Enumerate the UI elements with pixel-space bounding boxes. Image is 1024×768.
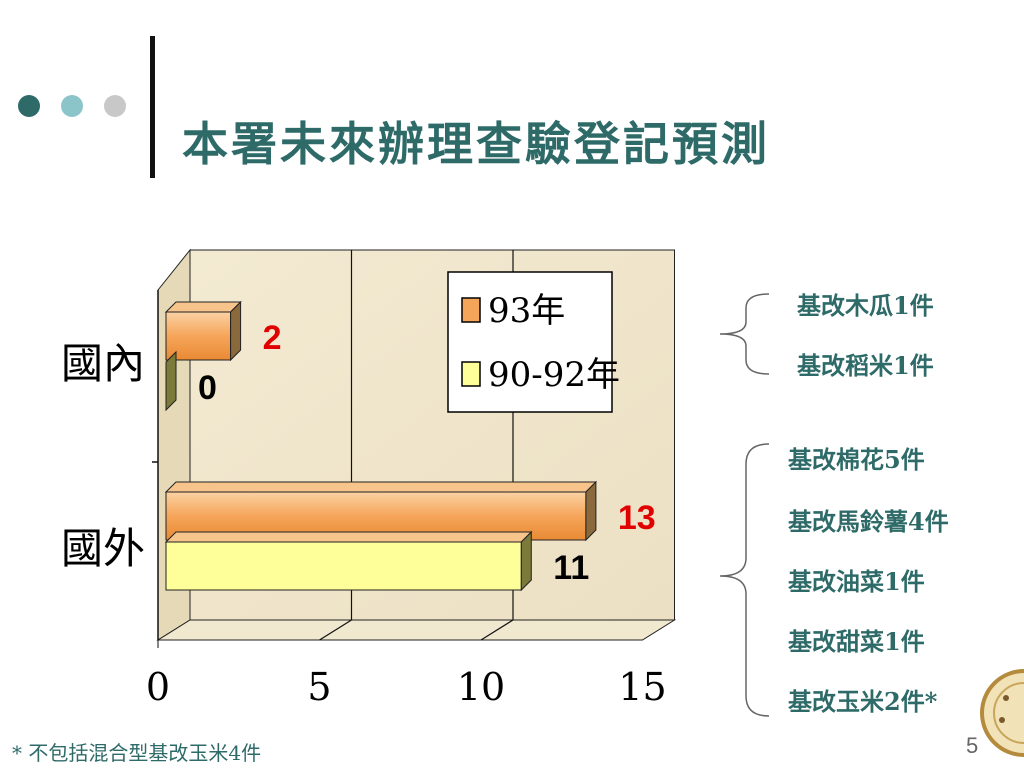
data-label-0-1: 13 (618, 499, 656, 537)
decor-dot-dark (18, 95, 40, 117)
data-label-0-0: 2 (263, 319, 282, 357)
bar-side-1-1 (520, 530, 532, 592)
decor-dot-light (61, 95, 83, 117)
chart-legend (447, 271, 613, 413)
gridline-floor-5 (319, 619, 352, 641)
category-label-0: 國內 (61, 339, 145, 388)
decor-dot-gray (104, 95, 126, 117)
bar-top-0-0 (164, 301, 242, 313)
note-rice: 基改稻米1件 (797, 351, 934, 380)
data-label-1-1: 11 (553, 549, 589, 587)
note-sugarbeet: 基改甜菜1件 (788, 627, 925, 656)
bar-90-92年-國內 (165, 350, 177, 412)
bar-93年-國內 (165, 311, 232, 361)
foreign-brace (719, 443, 770, 717)
decorative-seal-image (980, 669, 1024, 757)
footnote: * 不包括混合型基改玉米4件 (12, 741, 262, 765)
gridline-floor-10 (480, 619, 514, 641)
page-number: 5 (966, 733, 979, 758)
bar-top-1-1 (164, 531, 533, 543)
x-tick-label-10: 10 (457, 665, 505, 709)
bar-side-0-0 (230, 300, 242, 362)
title-divider (150, 36, 155, 178)
data-label-1-0: 0 (198, 369, 217, 407)
bar-90-92年-國外 (165, 541, 522, 591)
x-tick-label-15: 15 (618, 665, 666, 709)
note-corn: 基改玉米2件* (788, 687, 938, 716)
legend-swatch-1 (461, 361, 481, 387)
chart-floor (156, 619, 677, 641)
slide-title: 本署未來辦理查驗登記預測 (182, 117, 770, 171)
legend-label-1: 90-92年 (488, 355, 620, 395)
note-potato: 基改馬鈴薯4件 (788, 507, 949, 536)
note-cotton: 基改棉花5件 (788, 445, 925, 474)
x-tick-label-0: 0 (146, 665, 170, 709)
note-papaya: 基改木瓜1件 (797, 291, 934, 320)
legend-swatch-0 (461, 297, 481, 323)
bar-top-0-1 (164, 481, 598, 493)
x-tick-label-5: 5 (307, 665, 331, 709)
category-label-1: 國外 (61, 524, 145, 573)
domestic-brace (719, 293, 770, 375)
note-canola: 基改油菜1件 (788, 567, 925, 596)
legend-label-0: 93年 (488, 291, 565, 331)
bar-side-0-1 (585, 480, 597, 542)
